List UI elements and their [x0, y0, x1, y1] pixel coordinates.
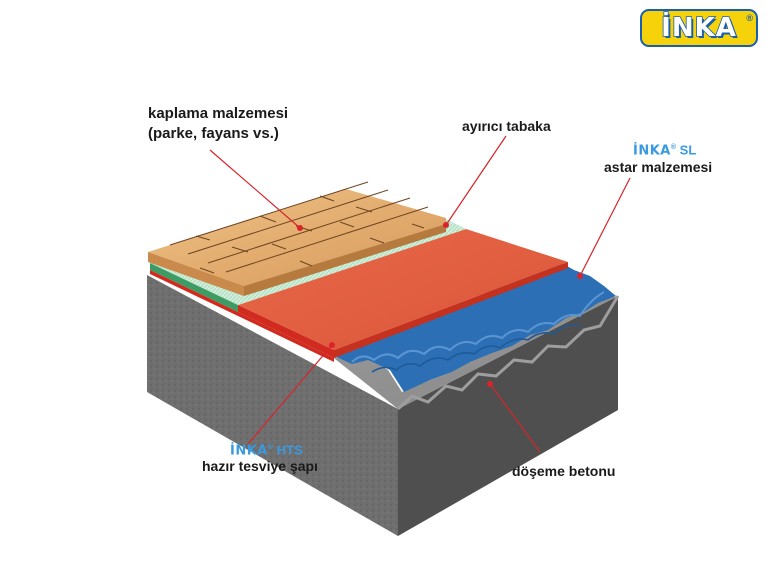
leader-lines — [209, 135, 631, 453]
separator-label: ayırıcı tabaka — [462, 118, 551, 134]
primer-wave-texture — [351, 291, 605, 363]
concrete-rough-edge — [396, 295, 620, 411]
hts-product-name: HTS — [276, 442, 303, 458]
covering-label-line2: (parke, fayans vs.) — [148, 125, 279, 142]
screed-layer-edge — [238, 305, 334, 358]
hts-brand-label: İNKA® HTS — [230, 440, 303, 459]
sl-description: astar malzemesi — [604, 159, 713, 175]
screed-layer-top — [238, 229, 568, 350]
primer-wave-texture-2 — [371, 324, 581, 373]
leader-screed — [247, 344, 333, 445]
leader-dots — [297, 222, 583, 387]
concrete-left-face — [147, 275, 398, 536]
hts-description: hazır tesviye şapı — [202, 458, 318, 474]
leader-concrete — [489, 383, 541, 453]
hts-brand-wordmark: İNKA — [230, 443, 268, 459]
concrete-right-face — [398, 296, 618, 536]
concrete-label: döşeme betonu — [512, 463, 616, 479]
wood-floor-top — [148, 189, 446, 286]
wood-floor-front-edge — [148, 252, 244, 296]
covering-label-line1: kaplama malzemesi — [148, 105, 289, 122]
separator-red-thin — [150, 270, 334, 362]
sl-brand-label: İNKA® SL — [633, 140, 696, 159]
sl-brand-wordmark: İNKA — [633, 143, 671, 159]
screed-layer-right-edge — [334, 262, 568, 358]
leader-separator — [445, 135, 507, 226]
leader-primer — [579, 177, 631, 277]
hts-registered-mark: ® — [267, 444, 274, 451]
primer-layer — [334, 262, 616, 392]
separator-layer-edge — [150, 263, 238, 312]
wood-floor-right-edge — [244, 224, 446, 296]
wood-plank-lines — [169, 181, 429, 274]
sl-registered-mark: ® — [670, 144, 677, 151]
logo-wordmark: İNKA — [660, 12, 737, 44]
covering-label: kaplama malzemesi (parke, fayans vs.) — [148, 104, 288, 144]
leader-covering — [209, 149, 301, 229]
inka-logo: İNKA ® — [640, 9, 758, 47]
sl-product-name: SL — [679, 142, 697, 158]
logo-registered-mark: ® — [746, 13, 753, 23]
